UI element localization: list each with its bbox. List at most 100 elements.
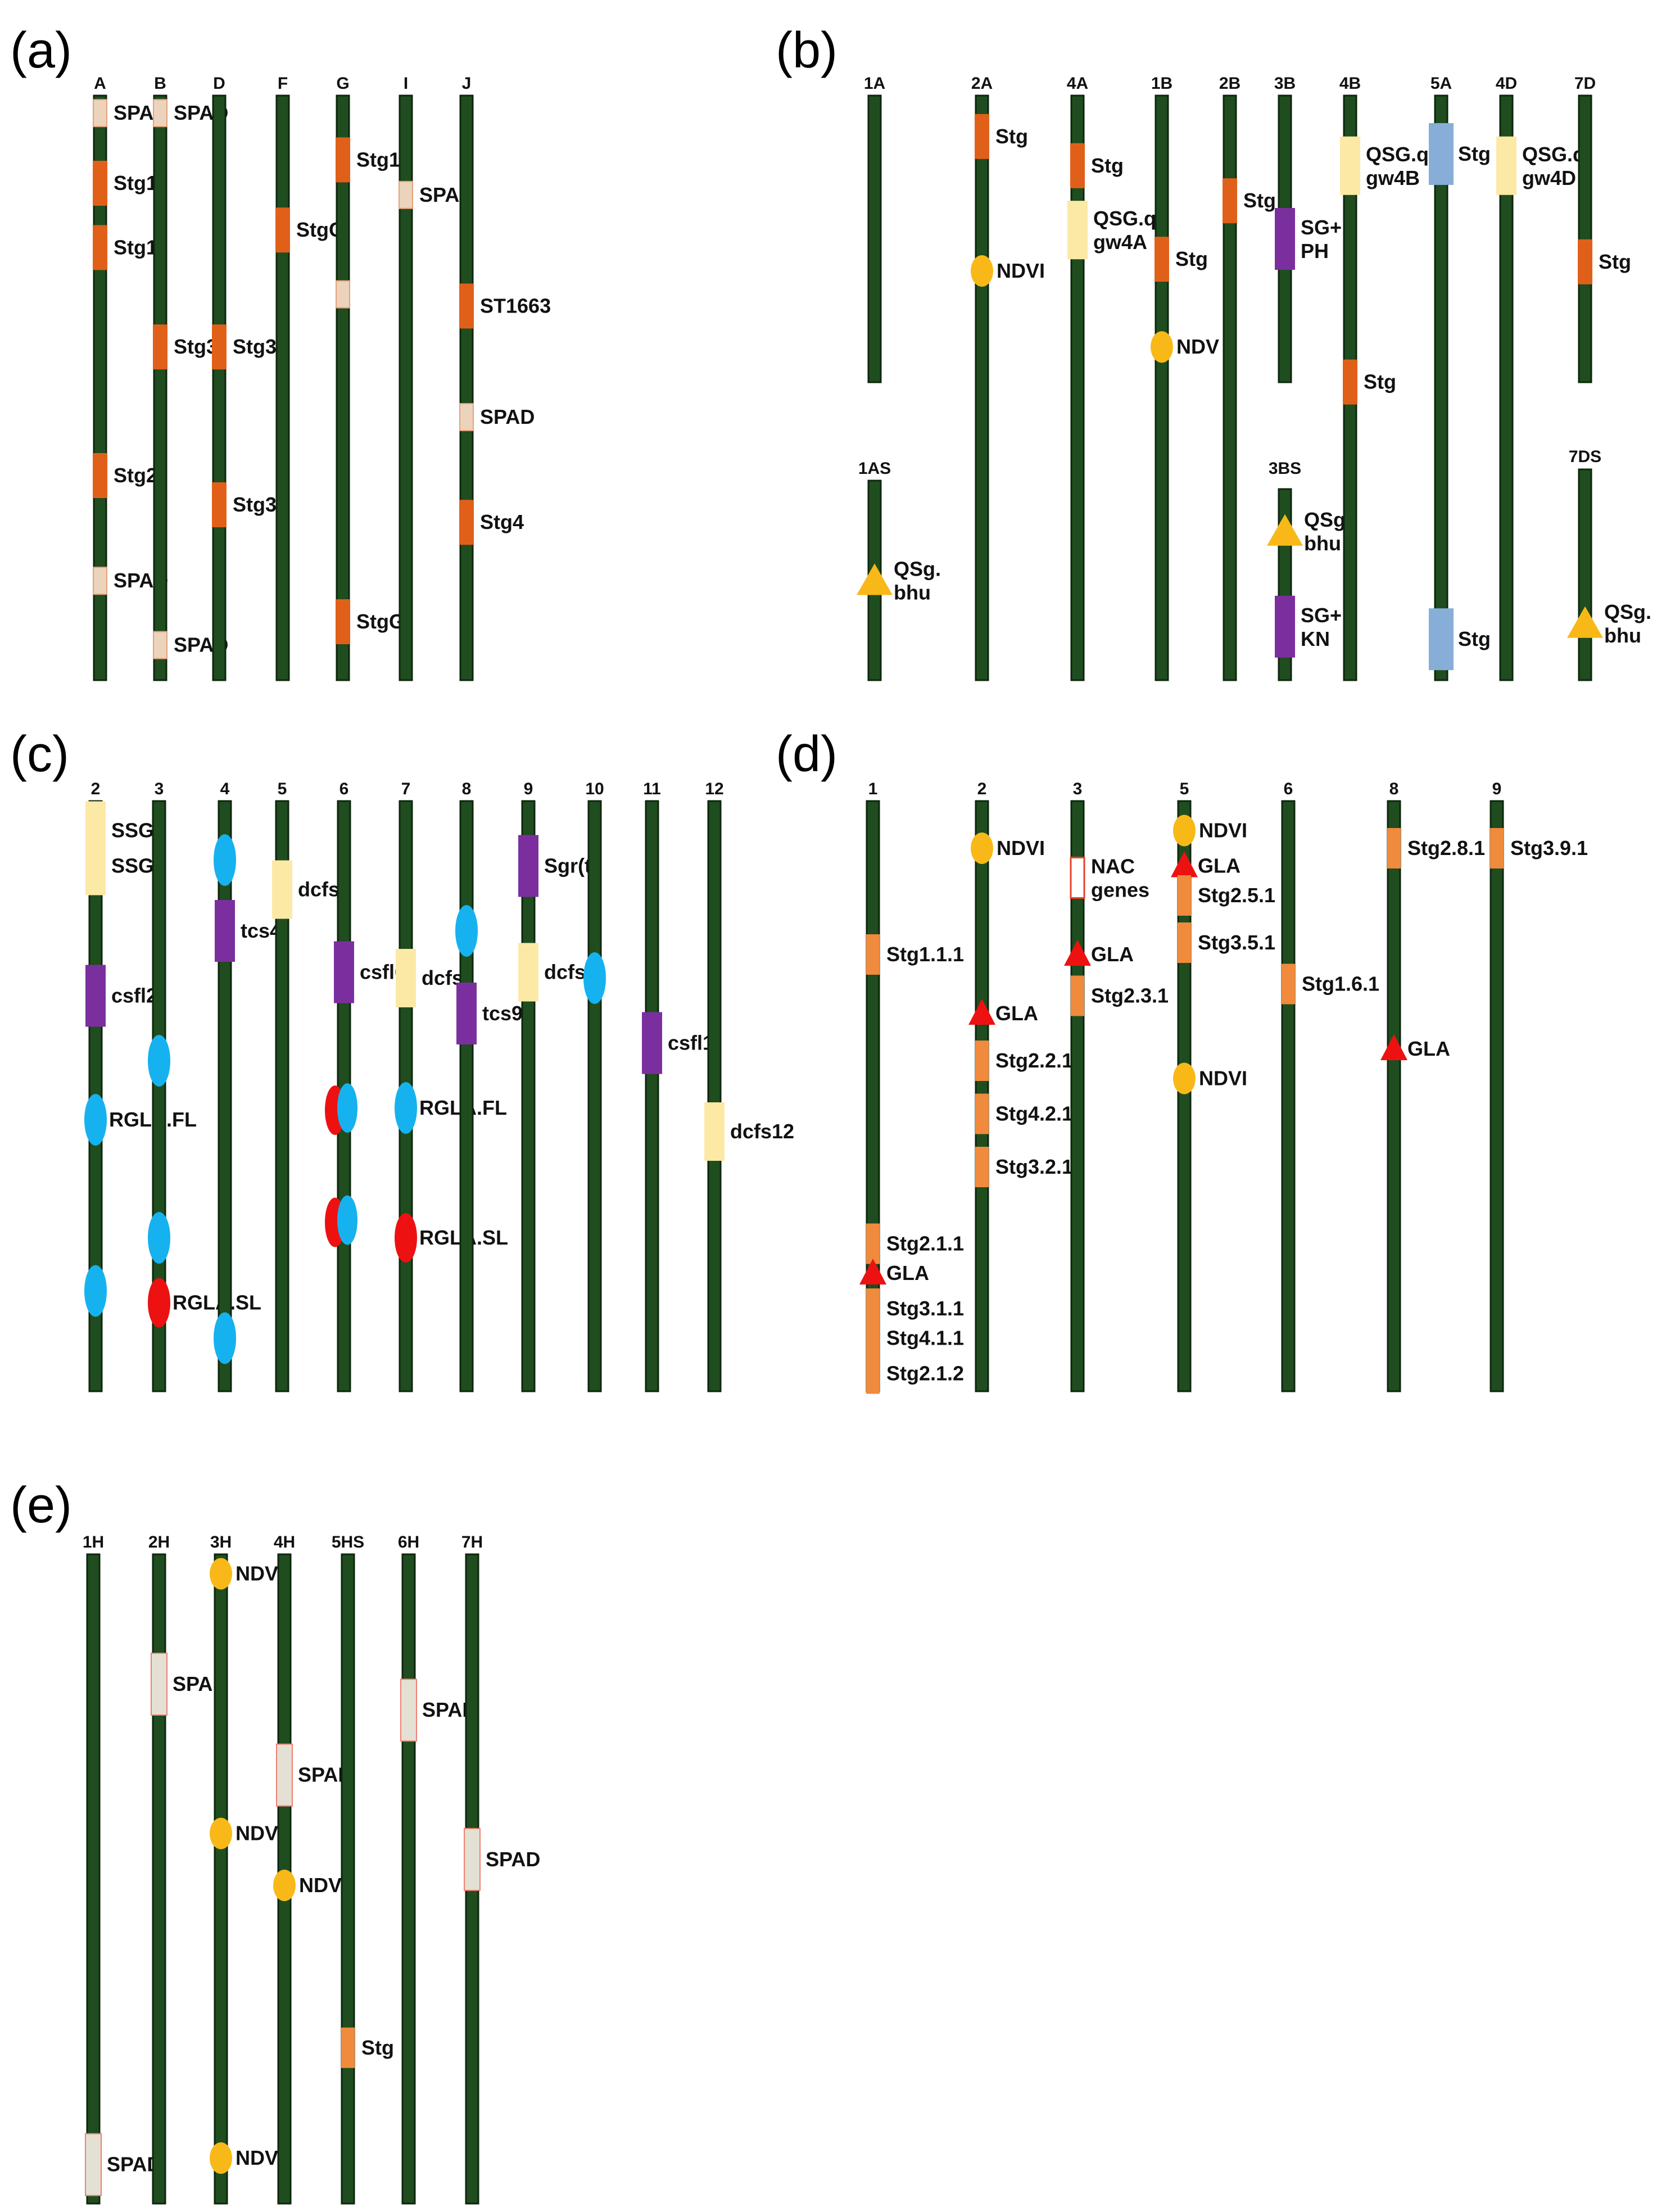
marker-stg1: Stg1: [336, 137, 400, 183]
marker-label-line: NDV: [1176, 335, 1219, 358]
marker-label-line: Stg4.1.1: [886, 1327, 964, 1350]
marker-qsg-bhu: QSg.bhu: [1567, 600, 1651, 647]
marker-box: [336, 137, 350, 183]
marker-label-line: gw4B: [1366, 166, 1420, 189]
marker-box: [276, 1743, 293, 1807]
marker-box: [459, 283, 474, 329]
marker-stg1-1-1: Stg1.1.1: [866, 934, 964, 975]
marker-label: Stg: [1243, 189, 1276, 212]
marker-label: NDVI: [236, 1822, 284, 1845]
marker-box: [272, 860, 292, 919]
marker-unlabeled: [455, 905, 478, 957]
marker-stg2-5-1: Stg2.5.1: [1178, 875, 1275, 916]
marker-box: [459, 403, 474, 431]
marker-sgr-t: Sgr(t): [518, 835, 598, 897]
marker-label: GLA: [1091, 943, 1134, 966]
marker-label: Stg: [995, 125, 1028, 148]
chromosome-bar: [867, 94, 882, 383]
panel-a-letter: (a): [10, 22, 72, 79]
marker-box: [456, 983, 477, 1044]
marker-label: Stg: [1458, 627, 1491, 650]
chromosome-7ds: 7DS QSg.bhu: [1567, 447, 1651, 681]
chromosome-bar: [975, 94, 989, 681]
marker-label-line: gw4A: [1093, 230, 1147, 254]
panel-d: (d) 1Stg1.1.1Stg2.1.1GLAStg3.1.1Stg4.1.1…: [776, 726, 1588, 1394]
marker-label: Stg1: [356, 148, 400, 171]
marker-label-line: Stg3.2.1: [995, 1155, 1073, 1178]
marker-label: NDVI: [997, 836, 1045, 860]
marker-stg: Stg: [1223, 178, 1276, 224]
chromosome-label: 5: [278, 780, 287, 798]
chromosome-label: 3B: [1274, 74, 1296, 93]
marker-label: Stg4.1.1: [886, 1327, 964, 1350]
marker-ndvi: NDVI: [273, 1870, 347, 1902]
chromosome-bar: [1155, 94, 1169, 681]
marker-label-line: Stg2.5.1: [1198, 884, 1275, 907]
marker-label-line: Stg: [1364, 370, 1396, 393]
marker-label: Stg: [1458, 142, 1491, 165]
marker-circle: [1173, 1062, 1196, 1094]
marker-label-line: GLA: [1407, 1037, 1450, 1060]
marker-label: Stg: [1091, 154, 1124, 177]
chromosome-label: 3H: [210, 1533, 232, 1551]
marker-spad: SPAD: [464, 1827, 540, 1891]
marker-box: [642, 1012, 662, 1074]
chromosome-bar: [1578, 468, 1592, 681]
marker-stgg: StgG: [275, 207, 345, 253]
marker-stg2-8-1: Stg2.8.1: [1387, 828, 1485, 868]
marker-label: RGLA.SL: [173, 1291, 261, 1314]
marker-label: Stg4: [480, 510, 524, 533]
chromosome-label: 8: [462, 780, 472, 798]
chromosome-label: 2: [91, 780, 101, 798]
marker-label-line: QSg.: [1604, 600, 1651, 623]
marker-stg3-5-1: Stg3.5.1: [1178, 922, 1275, 963]
marker-label-line: ST1663: [480, 294, 551, 317]
chromosome-label: 2B: [1219, 74, 1241, 93]
panel-c-letter: (c): [10, 726, 69, 782]
marker-label: NDVI: [299, 1874, 347, 1897]
marker-label-line: QSG.q: [1366, 143, 1429, 166]
chromosome-label: 6: [339, 780, 349, 798]
marker-label-line: NDVI: [299, 1874, 347, 1897]
chromosome-label: 2H: [148, 1533, 170, 1551]
chromosome-label: 3: [1073, 780, 1083, 798]
marker-box: [93, 99, 107, 128]
marker-stg2-1-1: Stg2.1.1: [866, 1223, 964, 1264]
marker-circle: [210, 2142, 232, 2174]
marker-oval: [395, 1082, 417, 1134]
marker-stg: Stg: [1343, 359, 1396, 405]
chromosome-label: 7DS: [1569, 447, 1601, 466]
chromosome-bar: [459, 800, 474, 1392]
marker-unlabeled: [148, 1212, 170, 1264]
marker-label: NDVI: [997, 259, 1045, 282]
marker-label-line: Stg3.1.1: [886, 1297, 964, 1320]
chromosome-bar: [1490, 800, 1504, 1392]
marker-oval: [583, 952, 606, 1004]
marker-ndv: NDV: [1151, 331, 1219, 363]
marker-stg3: Stg3: [212, 324, 277, 370]
marker-label: GLA: [1198, 854, 1241, 877]
marker-oval: [455, 905, 478, 957]
marker-box: [85, 836, 106, 895]
marker-ndvi: NDVI: [210, 1558, 284, 1590]
marker-rgla-fl: RGLA.FL: [395, 1082, 507, 1134]
marker-box: [334, 941, 354, 1003]
marker-label-line: Stg: [995, 125, 1028, 148]
marker-csfl1: csfl1: [642, 1012, 714, 1074]
